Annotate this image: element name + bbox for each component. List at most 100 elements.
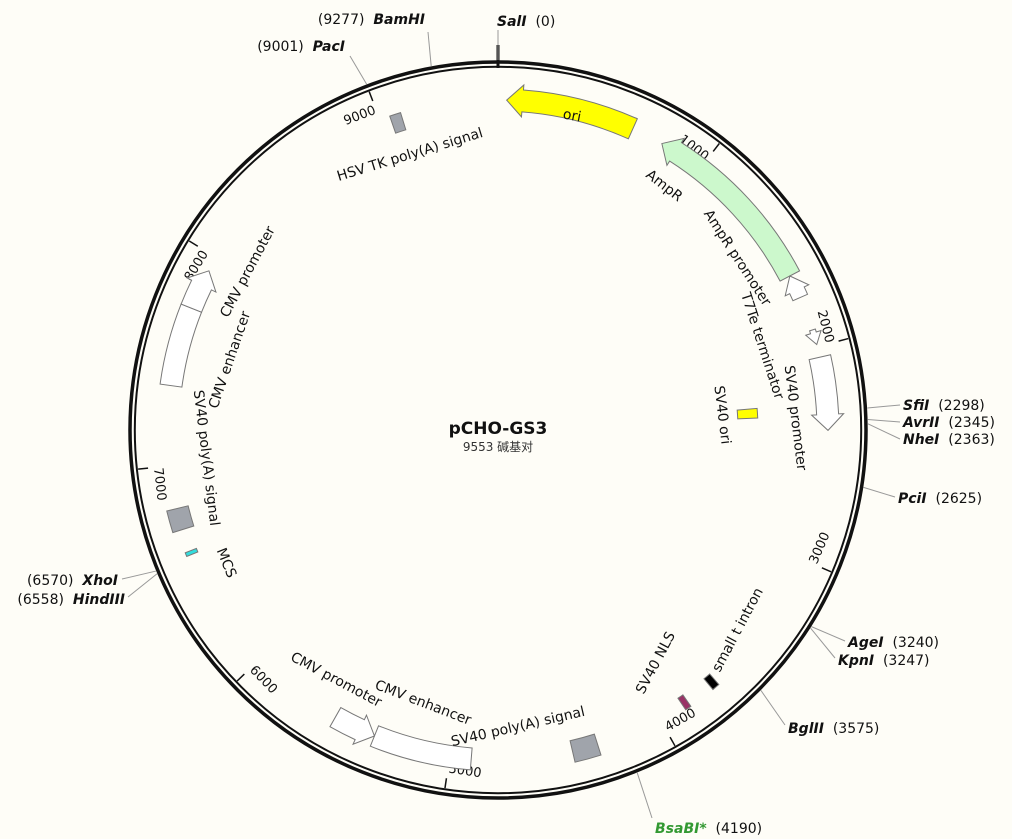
site-name: KpnI [838,653,874,669]
feature-hsv-tk-poly-a-signal[interactable] [389,112,407,134]
site-name: XhoI [81,573,118,589]
site-position: (3247) [874,653,929,669]
site-name: AvrII [902,415,940,431]
site-label: AgeI (3240) [847,635,939,651]
feature-cmv-promoter[interactable] [329,706,376,746]
site-name: HindIII [73,592,125,608]
feature-label-cmv-promoter: CMV promoter [217,224,279,321]
feature-t7te-terminator[interactable] [804,328,822,346]
site-label: (6570) XhoI [27,573,118,589]
feature-sv40-promoter[interactable] [808,354,845,432]
feature-cmv-promoter[interactable] [180,270,217,313]
site-leader-line [867,418,901,423]
site-name: SfiI [903,398,929,414]
site-position: (4190) [707,821,762,837]
site-bsabi[interactable]: BsaBI* (4190) [636,772,762,837]
site-leader-line [636,772,653,819]
site-position: (3240) [884,635,939,651]
site-sali[interactable]: SalI (0) [497,14,555,60]
site-position: (6558) [17,592,72,608]
site-name: PacI [313,39,345,55]
tick-mark [444,778,448,789]
tick-mark [669,736,676,747]
site-paci[interactable]: (9001) PacI [257,39,368,85]
feature-label-sv40-poly-a-signal: SV40 poly(A) signal [450,704,587,750]
site-label: KpnI (3247) [838,653,930,669]
site-position: (2345) [940,415,995,431]
site-kpni[interactable]: KpnI (3247) [810,627,930,669]
tick-label: 4000 [662,706,698,735]
site-xhoi[interactable]: (6570) XhoI [27,570,157,589]
feature-label-ori: ori [562,106,583,125]
site-position: (3575) [824,721,879,737]
tick-label: 6000 [246,663,280,697]
tick-mark [838,337,849,342]
site-position: (2363) [939,432,994,448]
site-name: BamHI [373,12,425,28]
tick-mark [188,240,199,247]
feature-ampr-promoter[interactable] [784,275,810,302]
tick-label: 9000 [342,103,378,129]
feature-label-hsv-tk-poly-a-signal: HSV TK poly(A) signal [335,125,485,185]
restriction-sites: SalI (0) (9277) BamHI (9001) PacI SfiI (229… [17,12,995,837]
feature-label-sv40-ori: SV40 ori [710,385,733,445]
site-pcii[interactable]: PciI (2625) [863,486,983,507]
site-label: BglII (3575) [788,721,879,737]
site-position: (2625) [927,491,982,507]
feature-label-cmv-enhancer: CMV enhancer [373,677,474,728]
tick-mark [821,567,832,573]
feature-mcs[interactable] [184,547,199,558]
site-nhei[interactable]: NheI (2363) [867,423,995,448]
site-agei[interactable]: AgeI (3240) [811,626,939,651]
feature-sv40-poly-a-signal[interactable] [569,733,602,763]
site-label: PciI (2625) [898,491,982,507]
feature-label-ampr: AmpR [643,167,686,206]
site-label: (9277) BamHI [318,12,425,28]
site-leader-line [811,626,846,642]
site-leader-line [427,31,432,67]
site-bamhi[interactable]: (9277) BamHI [318,12,432,67]
feature-cmv-enhancer[interactable] [369,725,473,771]
feature-label-small-t-intron: small t intron [709,585,767,674]
site-position: (6570) [27,573,82,589]
site-name: NheI [903,432,939,448]
site-leader-line [121,570,157,580]
site-leader-line [863,486,896,498]
site-leader-line [810,627,836,659]
tick-label: 7000 [150,467,168,502]
site-leader-line [867,423,901,440]
site-hindiii[interactable]: (6558) HindIII [17,573,158,608]
feature-label-sv40-promoter: SV40 promoter [781,365,810,472]
site-label: (6558) HindIII [17,592,125,608]
tick-mark [712,143,720,152]
site-position: (0) [527,14,556,30]
site-bglii[interactable]: BglII (3575) [760,690,879,737]
feature-cmv-enhancer[interactable] [159,303,203,388]
site-name: BglII [788,721,824,737]
feature-label-sv40-nls: SV40 NLS [633,629,679,697]
site-name: PciI [898,491,927,507]
site-avrii[interactable]: AvrII (2345) [867,415,995,431]
site-label: (9001) PacI [257,39,345,55]
feature-small-t-intron[interactable] [703,673,720,691]
site-name: SalI [497,14,527,30]
site-leader-line [760,690,786,726]
feature-sv40-nls[interactable] [677,694,692,711]
site-name: BsaBI* [655,821,707,837]
site-label: NheI (2363) [903,432,995,448]
site-label: BsaBI* (4190) [655,821,762,837]
tick-label: 3000 [807,530,834,566]
site-leader-line [127,573,158,598]
tick-mark [236,673,245,682]
features [159,83,845,771]
site-label: SalI (0) [497,14,555,30]
site-sfii[interactable]: SfiI (2298) [867,398,985,414]
site-name: AgeI [847,635,884,651]
site-position: (9001) [257,39,312,55]
feature-label-mcs: MCS [213,546,239,581]
feature-label-cmv-promoter: CMV promoter [288,649,385,711]
feature-sv40-poly-a-signal[interactable] [166,505,195,534]
feature-sv40-ori[interactable] [736,407,759,420]
feature-ori[interactable] [505,83,638,140]
